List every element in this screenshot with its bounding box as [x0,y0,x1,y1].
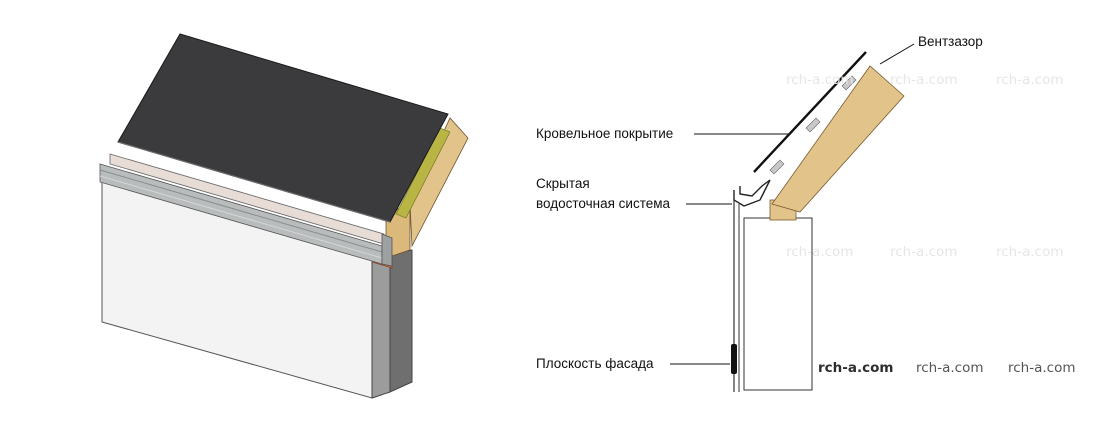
watermark-faint: rch-a.com [890,244,958,260]
label-roof-covering: Кровельное покрытие [536,126,673,141]
batten-3 [769,159,785,175]
watermark-faint: rch-a.com [786,244,854,260]
label-vent-gap: Вентзазор [918,34,983,49]
leader-vent-gap [879,43,915,65]
watermark-faint: rch-a.com [996,244,1064,260]
section-rafter [771,65,905,213]
batten-1 [841,75,857,91]
label-hidden-drain-line1: Скрытая [536,176,590,191]
section-view [670,43,915,392]
watermark-regular: rch-a.com [1008,360,1076,376]
gutter-groove-1 [99,169,383,253]
label-facade-plane: Плоскость фасада [536,356,654,371]
facade-bracket [731,344,737,374]
watermark-regular: rch-a.com [916,360,984,376]
roof-edge-highlight [117,141,391,223]
watermark-faint: rch-a.com [890,72,958,88]
section-roof-covering [753,51,867,173]
watermark-faint: rch-a.com [786,72,854,88]
facade-corner-panel [371,249,391,399]
wall-block [743,217,813,391]
isometric-view [99,33,469,399]
gutter-end-cap [381,233,393,267]
watermark-bold: rch-a.com [818,360,893,376]
batten-2 [805,117,821,133]
watermark-faint: rch-a.com [996,72,1064,88]
gutter-groove-2 [99,175,383,259]
facade-side-panel [389,249,413,393]
label-hidden-drain-line2: водосточная система [536,196,671,211]
section-gutter-profile [733,179,771,207]
